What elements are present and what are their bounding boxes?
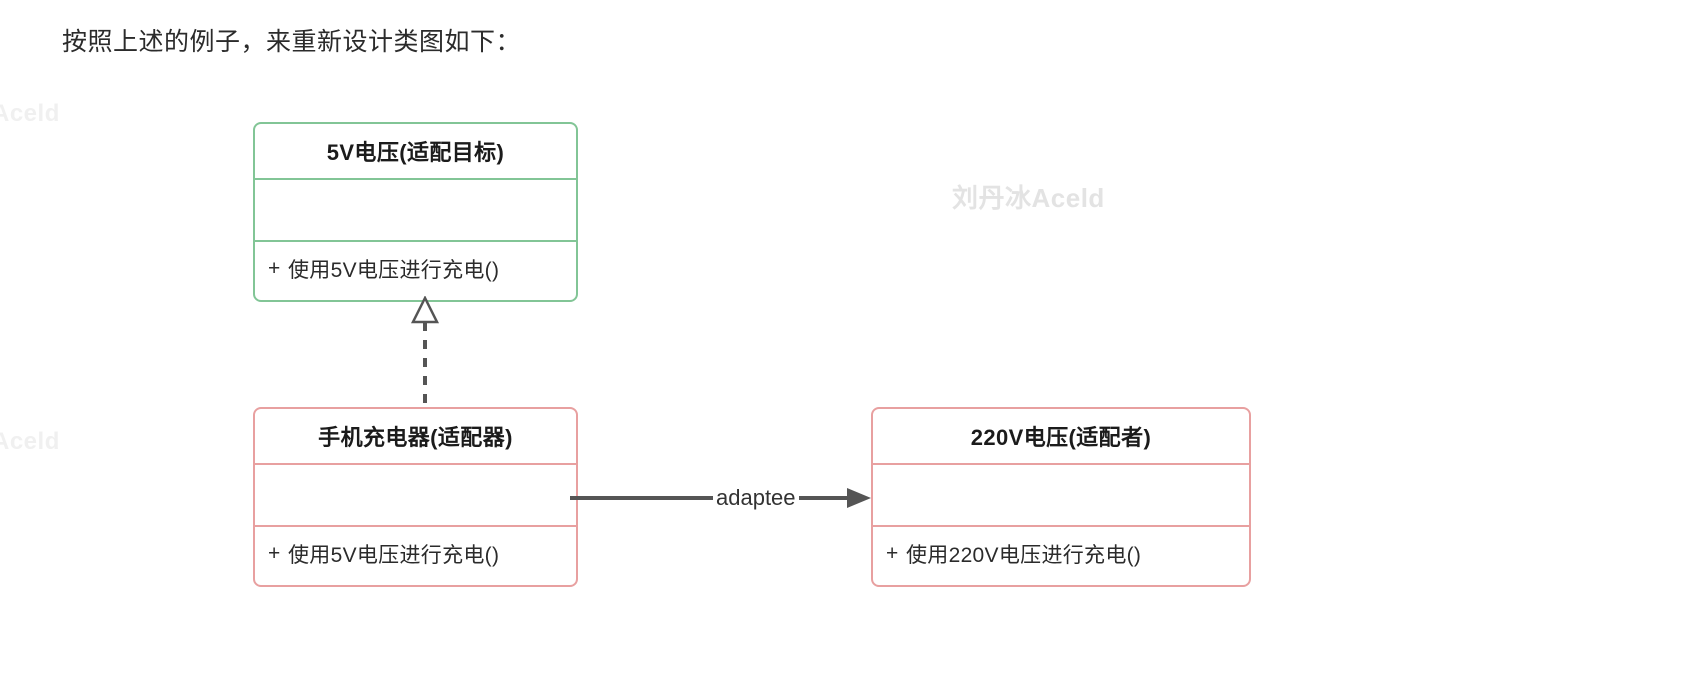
class-attributes-target [255, 180, 576, 242]
class-box-target[interactable]: 5V电压(适配目标) + 使用5V电压进行充电() [253, 122, 578, 302]
class-attributes-adapter [255, 465, 576, 527]
class-attributes-adaptee [873, 465, 1249, 527]
watermark-edge-bottom: Aceld [0, 428, 60, 455]
class-box-adapter[interactable]: 手机充电器(适配器) + 使用5V电压进行充电() [253, 407, 578, 587]
class-title-target: 5V电压(适配目标) [255, 124, 576, 180]
class-title-adaptee: 220V电压(适配者) [873, 409, 1249, 465]
watermark-author: 刘丹冰Aceld [952, 183, 1105, 213]
realization-arrow-icon [410, 295, 440, 414]
method-visibility-icon: + [268, 542, 281, 565]
method-signature: 使用5V电压进行充电() [288, 544, 500, 567]
class-box-adaptee[interactable]: 220V电压(适配者) + 使用220V电压进行充电() [871, 407, 1251, 587]
method-signature: 使用220V电压进行充电() [906, 544, 1142, 567]
relation-label-adaptee: adaptee [713, 485, 799, 511]
class-title-adapter: 手机充电器(适配器) [255, 409, 576, 465]
class-method-adaptee: + 使用220V电压进行充电() [873, 527, 1249, 581]
method-visibility-icon: + [268, 257, 281, 280]
class-method-target: + 使用5V电压进行充电() [255, 242, 576, 296]
watermark-edge-top: Aceld [0, 100, 60, 127]
method-signature: 使用5V电压进行充电() [288, 259, 500, 282]
relation-realization [380, 295, 470, 414]
class-method-adapter: + 使用5V电压进行充电() [255, 527, 576, 581]
page-heading: 按照上述的例子，来重新设计类图如下： [62, 28, 522, 56]
method-visibility-icon: + [886, 542, 899, 565]
